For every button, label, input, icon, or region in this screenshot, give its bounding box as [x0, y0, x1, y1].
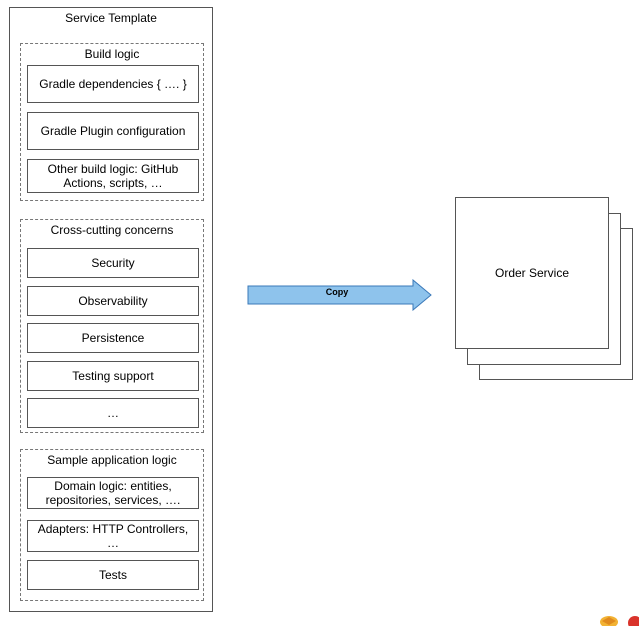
handshake-icon: [600, 616, 639, 626]
cross-cutting-item-observability: Observability: [27, 286, 199, 316]
cross-cutting-title: Cross-cutting concerns: [50, 223, 174, 237]
cross-cutting-group: Cross-cutting concerns Security Observab…: [20, 219, 204, 433]
sample-app-item-tests: Tests: [27, 560, 199, 590]
sample-app-group: Sample application logic Domain logic: e…: [20, 449, 204, 601]
corner-decoration: [599, 612, 639, 626]
build-logic-item-other: Other build logic: GitHub Actions, scrip…: [27, 159, 199, 193]
alert-icon: [628, 616, 639, 626]
sample-app-title: Sample application logic: [47, 453, 177, 467]
cross-cutting-item-persistence: Persistence: [27, 323, 199, 353]
copy-arrow-label: Copy: [325, 287, 349, 297]
order-service-label: Order Service: [494, 266, 570, 280]
sample-app-item-adapters: Adapters: HTTP Controllers, …: [27, 520, 199, 552]
build-logic-item-plugin-configuration: Gradle Plugin configuration: [27, 112, 199, 150]
sample-app-item-domain-logic: Domain logic: entities, repositories, se…: [27, 477, 199, 509]
order-service-box: Order Service: [455, 197, 609, 349]
build-logic-item-gradle-dependencies: Gradle dependencies { …. }: [27, 65, 199, 103]
service-template-title: Service Template: [65, 11, 157, 25]
cross-cutting-item-testing-support: Testing support: [27, 361, 199, 391]
copy-arrow: Copy: [247, 278, 433, 312]
build-logic-title: Build logic: [84, 47, 140, 61]
cross-cutting-item-security: Security: [27, 248, 199, 278]
copy-arrow-shape: [247, 278, 432, 312]
build-logic-group: Build logic Gradle dependencies { …. } G…: [20, 43, 204, 201]
cross-cutting-item-ellipsis: …: [27, 398, 199, 428]
service-template-box: Service Template Build logic Gradle depe…: [9, 7, 213, 612]
